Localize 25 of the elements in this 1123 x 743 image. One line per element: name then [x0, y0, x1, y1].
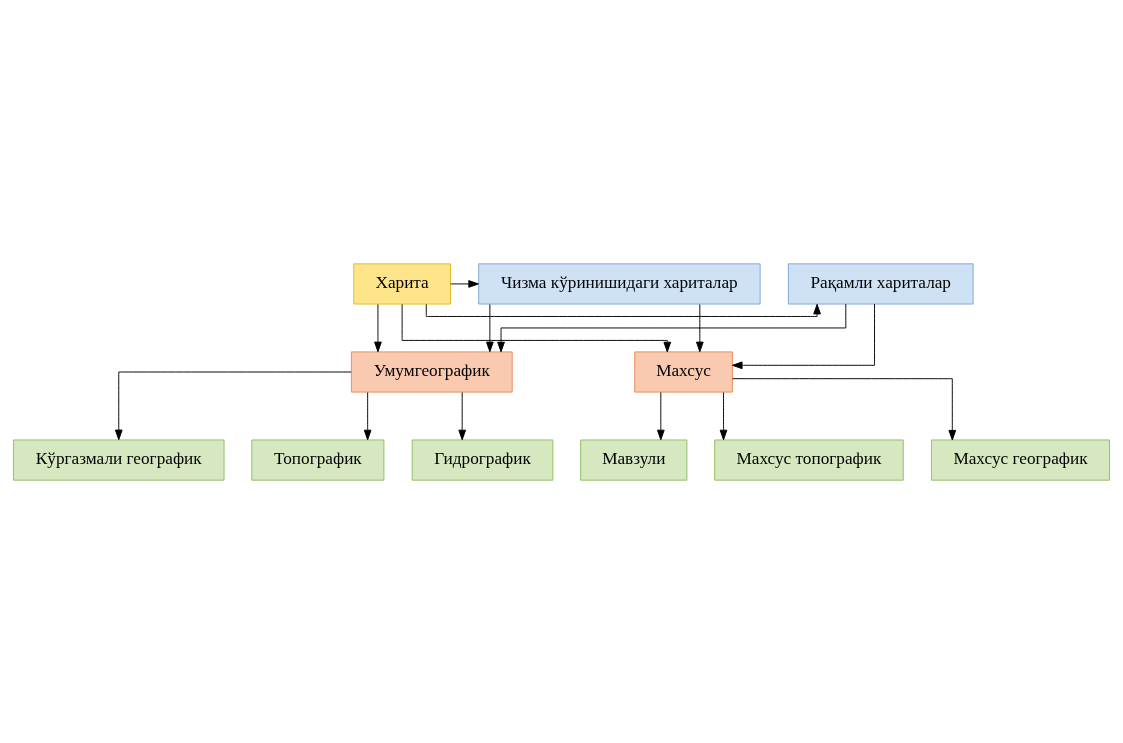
node-box: Гидрографик	[411, 439, 554, 481]
arrow	[374, 303, 382, 352]
node-box: Мавзули	[580, 439, 688, 481]
arrow	[696, 303, 704, 352]
node-box: Умумгеографик	[350, 350, 513, 393]
arrow	[401, 303, 672, 352]
node-box: Махсус топографик	[714, 439, 904, 481]
arrow	[458, 391, 466, 440]
arrow	[497, 303, 847, 352]
arrow	[450, 279, 479, 288]
arrow	[363, 391, 372, 440]
node-box: Махсус	[634, 350, 733, 393]
node-box: Топографик	[251, 439, 385, 481]
node-box: Рақамли хариталар	[787, 262, 974, 304]
arrow	[425, 303, 821, 317]
arrow	[486, 303, 494, 352]
node-box: Харита	[353, 262, 451, 304]
arrow	[719, 391, 728, 440]
arrow	[732, 377, 957, 440]
arrow	[732, 303, 875, 369]
arrow	[657, 391, 665, 440]
node-box: Чизма кўринишидаги хариталар	[478, 262, 761, 304]
arrow	[114, 371, 352, 440]
node-box: Кўргазмали географик	[13, 439, 225, 481]
node-box: Махсус географик	[931, 439, 1110, 481]
